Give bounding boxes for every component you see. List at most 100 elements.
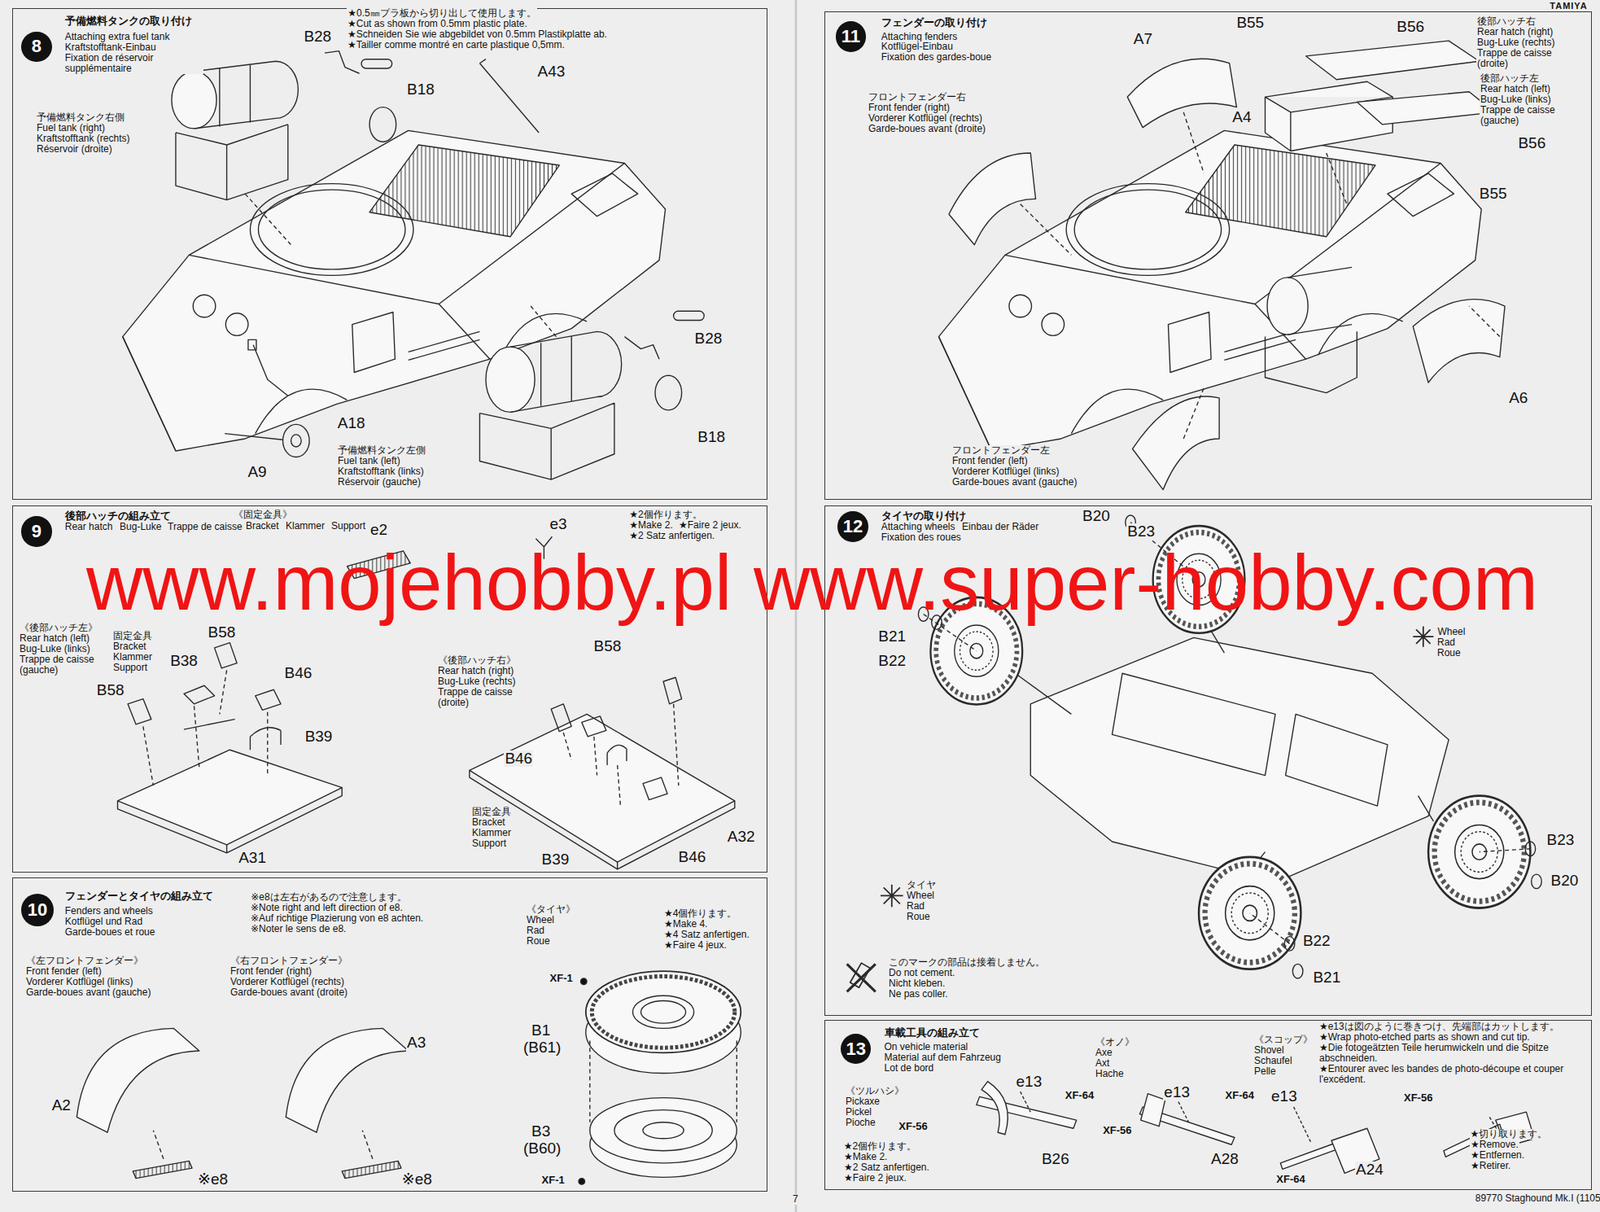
instruction-note: ★Remove.	[1469, 1139, 1520, 1150]
step-title: Kotflügel und Rad	[64, 916, 144, 927]
step10-art	[578, 1178, 586, 1185]
instruction-note: ★0.5㎜プラ板から切り出して使用します。	[346, 8, 537, 19]
step-number: 8	[31, 37, 42, 56]
step12-art	[1292, 963, 1303, 979]
part-number: B21	[1311, 969, 1342, 987]
step-number: 11	[841, 27, 861, 46]
step11-art	[1127, 58, 1237, 127]
paint-code: XF-1	[541, 1174, 566, 1186]
part-number: e2	[369, 521, 389, 539]
step8-art	[122, 51, 704, 480]
part-number: ※e8	[196, 1171, 229, 1189]
step8-art	[324, 51, 360, 75]
instruction-note: ★Faire 2 jeux.	[843, 1172, 908, 1184]
part-number: A3	[406, 1034, 427, 1052]
instruction-note: Support	[112, 662, 149, 674]
instruction-note: Garde-boues avant (gauche)	[25, 987, 152, 998]
step11-art	[1412, 299, 1505, 383]
instruction-note: ★Make 2.	[843, 1151, 888, 1163]
step-number: 10	[27, 900, 48, 919]
step-title: フェンダーとタイヤの組み立て	[64, 890, 215, 902]
step-panel: フェンダーの取り付けAttaching fendersKotflügel-Ein…	[824, 11, 1592, 500]
instruction-note: 後部ハッチ右	[1476, 16, 1537, 27]
instruction-note: ★Cut as shown from 0.5mm plastic plate.	[346, 18, 529, 30]
step-number: 12	[843, 517, 863, 536]
part-number: A24	[1355, 1161, 1385, 1179]
step8-art	[479, 59, 539, 133]
instruction-note: Kraftstofftank (rechts)	[35, 133, 132, 145]
part-number: B46	[677, 848, 708, 866]
step-title: Einbau der Räder	[961, 521, 1040, 533]
instruction-note: Vorderer Kotflügel (links)	[25, 976, 134, 988]
part-number: B28	[302, 28, 333, 46]
instruction-note: ★4 Satz anfertigen.	[663, 929, 751, 940]
step-badge: 11	[835, 21, 867, 53]
part-number: A43	[537, 63, 567, 81]
step-title: Fixation de réservoir supplémentaire	[64, 52, 204, 75]
step11-art	[948, 153, 1037, 245]
step-panel: 予備燃料タンクの取り付けAttaching extra fuel tankKra…	[12, 8, 768, 500]
paint-code: XF-64	[1064, 1089, 1095, 1102]
paint-code: XF-56	[1403, 1092, 1434, 1104]
step12-art	[1112, 673, 1388, 806]
step-title: Bug-Luke	[118, 521, 162, 533]
step9-art	[607, 744, 627, 766]
step10-art	[76, 970, 741, 1185]
instruction-note: Rad	[525, 925, 546, 936]
instruction-note: Front fender (left)	[25, 966, 103, 977]
step8-art	[253, 345, 289, 397]
instruction-note: このマークの部品は接着しません。	[887, 957, 1046, 968]
step9-art	[183, 719, 281, 751]
instruction-note: Support	[471, 838, 508, 849]
instruction-note: ★Make 4.	[663, 918, 709, 930]
fender-drawing	[153, 1130, 164, 1159]
instruction-note: Front fender (left)	[951, 455, 1029, 467]
paint-code: XF-1	[549, 972, 574, 984]
fender-drawing	[132, 1160, 193, 1178]
instruction-note: 《後部ハッチ左》	[18, 622, 99, 634]
step-panel: フェンダーとタイヤの組み立てFenders and wheelsKotflüge…	[12, 877, 768, 1192]
part-number: B22	[1302, 932, 1332, 950]
step-number: 13	[845, 1040, 866, 1058]
instruction-note: 後部ハッチ左	[1479, 73, 1540, 84]
step13-art	[976, 1081, 1535, 1174]
instruction-note: Vorderer Kotflügel (rechts)	[867, 113, 984, 124]
part-number: B39	[541, 851, 571, 869]
step10-art	[591, 975, 735, 1048]
step11-art	[1265, 266, 1358, 393]
step8-art	[291, 434, 302, 447]
part-number: B28	[694, 330, 724, 348]
step-badge: 9	[21, 515, 53, 547]
instruction-note: Fuel tank (left)	[336, 455, 402, 467]
fender-drawing	[76, 1027, 199, 1178]
instruction-note: ★Entfernen.	[1469, 1149, 1526, 1161]
instruction-note: Trappe de caisse (gauche)	[18, 654, 102, 676]
step10-art	[632, 995, 694, 1028]
step11-art	[938, 40, 1505, 490]
step-title: Lot de bord	[883, 1062, 936, 1074]
instruction-note: Support	[330, 520, 367, 532]
part-number: e13	[1015, 1073, 1044, 1091]
no-cement-symbol	[847, 962, 876, 992]
instruction-note: ★2 Satz anfertigen.	[628, 530, 716, 542]
part-number: A4	[1231, 109, 1252, 127]
step13-art	[1280, 1142, 1338, 1170]
step-title: Trappe de caisse	[166, 521, 244, 533]
part-number: (B61)	[522, 1039, 562, 1057]
instruction-note: Roue	[525, 935, 551, 947]
step-title: Fixation des gardes-boue	[880, 52, 993, 63]
instruction-note: ★Retirer.	[1469, 1160, 1512, 1172]
step8-art	[224, 433, 283, 441]
step9-art	[469, 769, 735, 870]
step11-art	[1306, 40, 1496, 125]
instruction-note: 《右フロントフェンダー》	[229, 955, 349, 967]
step-badge: 10	[21, 893, 54, 927]
step8-art	[283, 424, 311, 457]
instruction-note: Bracket	[112, 641, 148, 652]
part-number: B23	[1546, 831, 1576, 849]
instruction-note: Bracket	[471, 817, 507, 828]
paint-code: XF-64	[1224, 1089, 1255, 1102]
instruction-note: Pickel	[844, 1106, 873, 1118]
instruction-note: 固定金具	[471, 806, 512, 818]
step12-art	[1531, 874, 1543, 889]
